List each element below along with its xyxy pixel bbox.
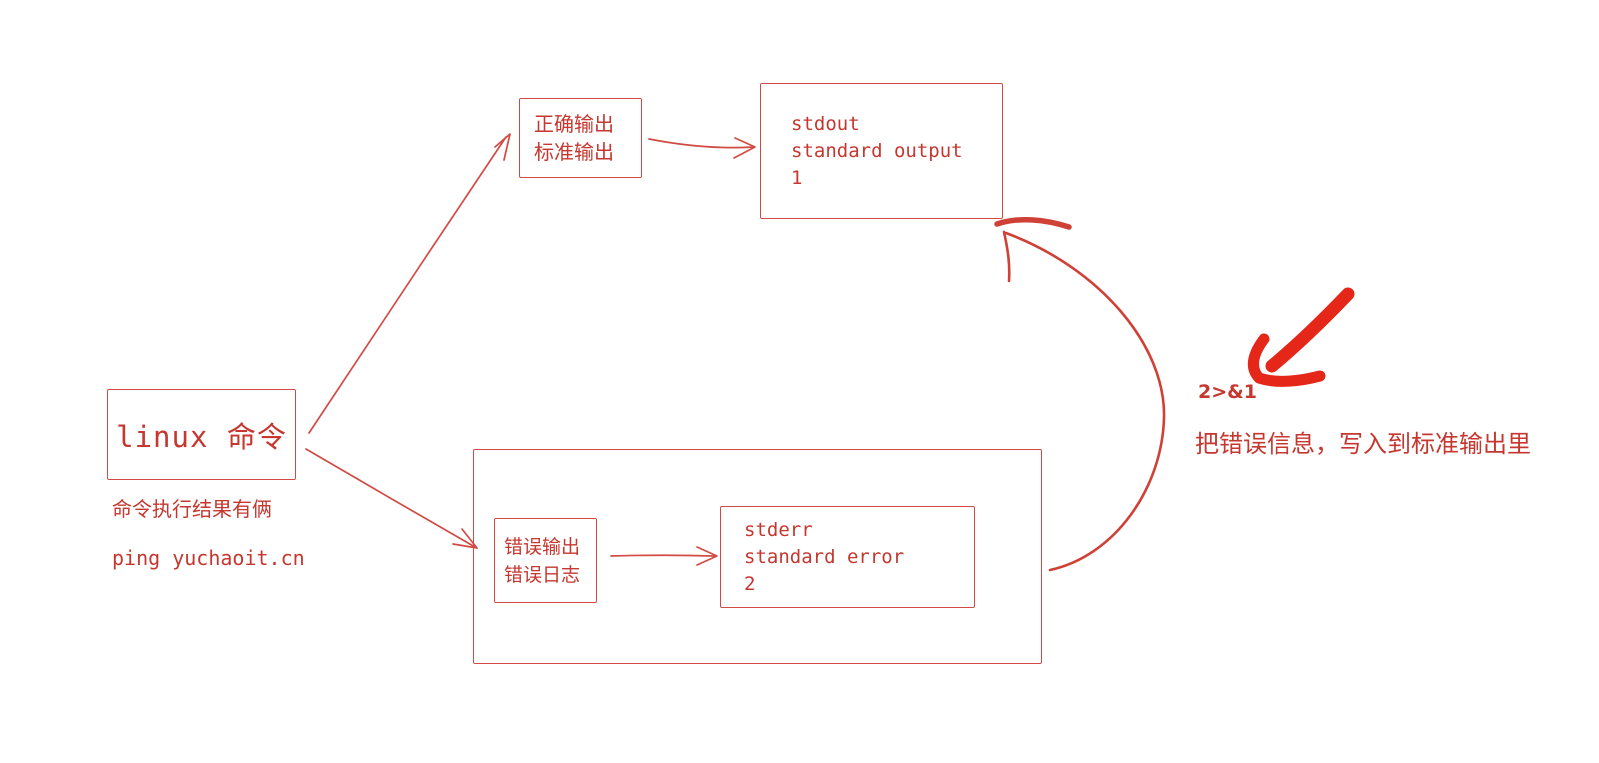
arrow-linux-to-correct-output (308, 136, 507, 434)
correct-output-line2: 标准输出 (534, 140, 614, 164)
stdout-line2: standard output (791, 139, 963, 162)
arrow-linux-to-correct-output-head (494, 133, 511, 161)
marker-arrow-head (1247, 333, 1326, 387)
arrow-linux-to-error-container (305, 448, 476, 548)
arrow-correct-output-to-stdout (648, 138, 754, 149)
stdout-line1: stdout (791, 112, 860, 135)
result-count-note: 命令执行结果有俩 (112, 497, 272, 521)
arrow-redirect-curve-head (1002, 230, 1011, 283)
stderr-line1: stderr (744, 518, 813, 541)
error-output-box: 错误输出 错误日志 (494, 518, 597, 603)
error-output-line1: 错误输出 (504, 535, 581, 558)
redirect-operator-label: 2>&1 (1198, 381, 1257, 403)
stderr-line2: standard error (744, 545, 905, 568)
stdout-box: stdout standard output 1 (760, 83, 1003, 219)
stdout-underline-stroke (994, 216, 1072, 230)
stderr-line3: 2 (744, 572, 756, 595)
arrow-correct-output-to-stdout-head (733, 137, 756, 159)
error-output-line2: 错误日志 (504, 563, 581, 586)
linux-command-box: linux 命令 (107, 389, 296, 480)
redirect-explanation-label: 把错误信息，写入到标准输出里 (1195, 430, 1531, 458)
stdout-line3: 1 (791, 166, 803, 189)
ping-example-note: ping yuchaoit.cn (112, 546, 305, 570)
error-container-box (473, 449, 1042, 664)
correct-output-line1: 正确输出 (534, 112, 614, 136)
correct-output-box: 正确输出 标准输出 (519, 98, 642, 178)
stderr-box: stderr standard error 2 (720, 506, 975, 608)
linux-command-label: linux 命令 (116, 419, 287, 454)
marker-arrow-shaft (1265, 287, 1355, 373)
